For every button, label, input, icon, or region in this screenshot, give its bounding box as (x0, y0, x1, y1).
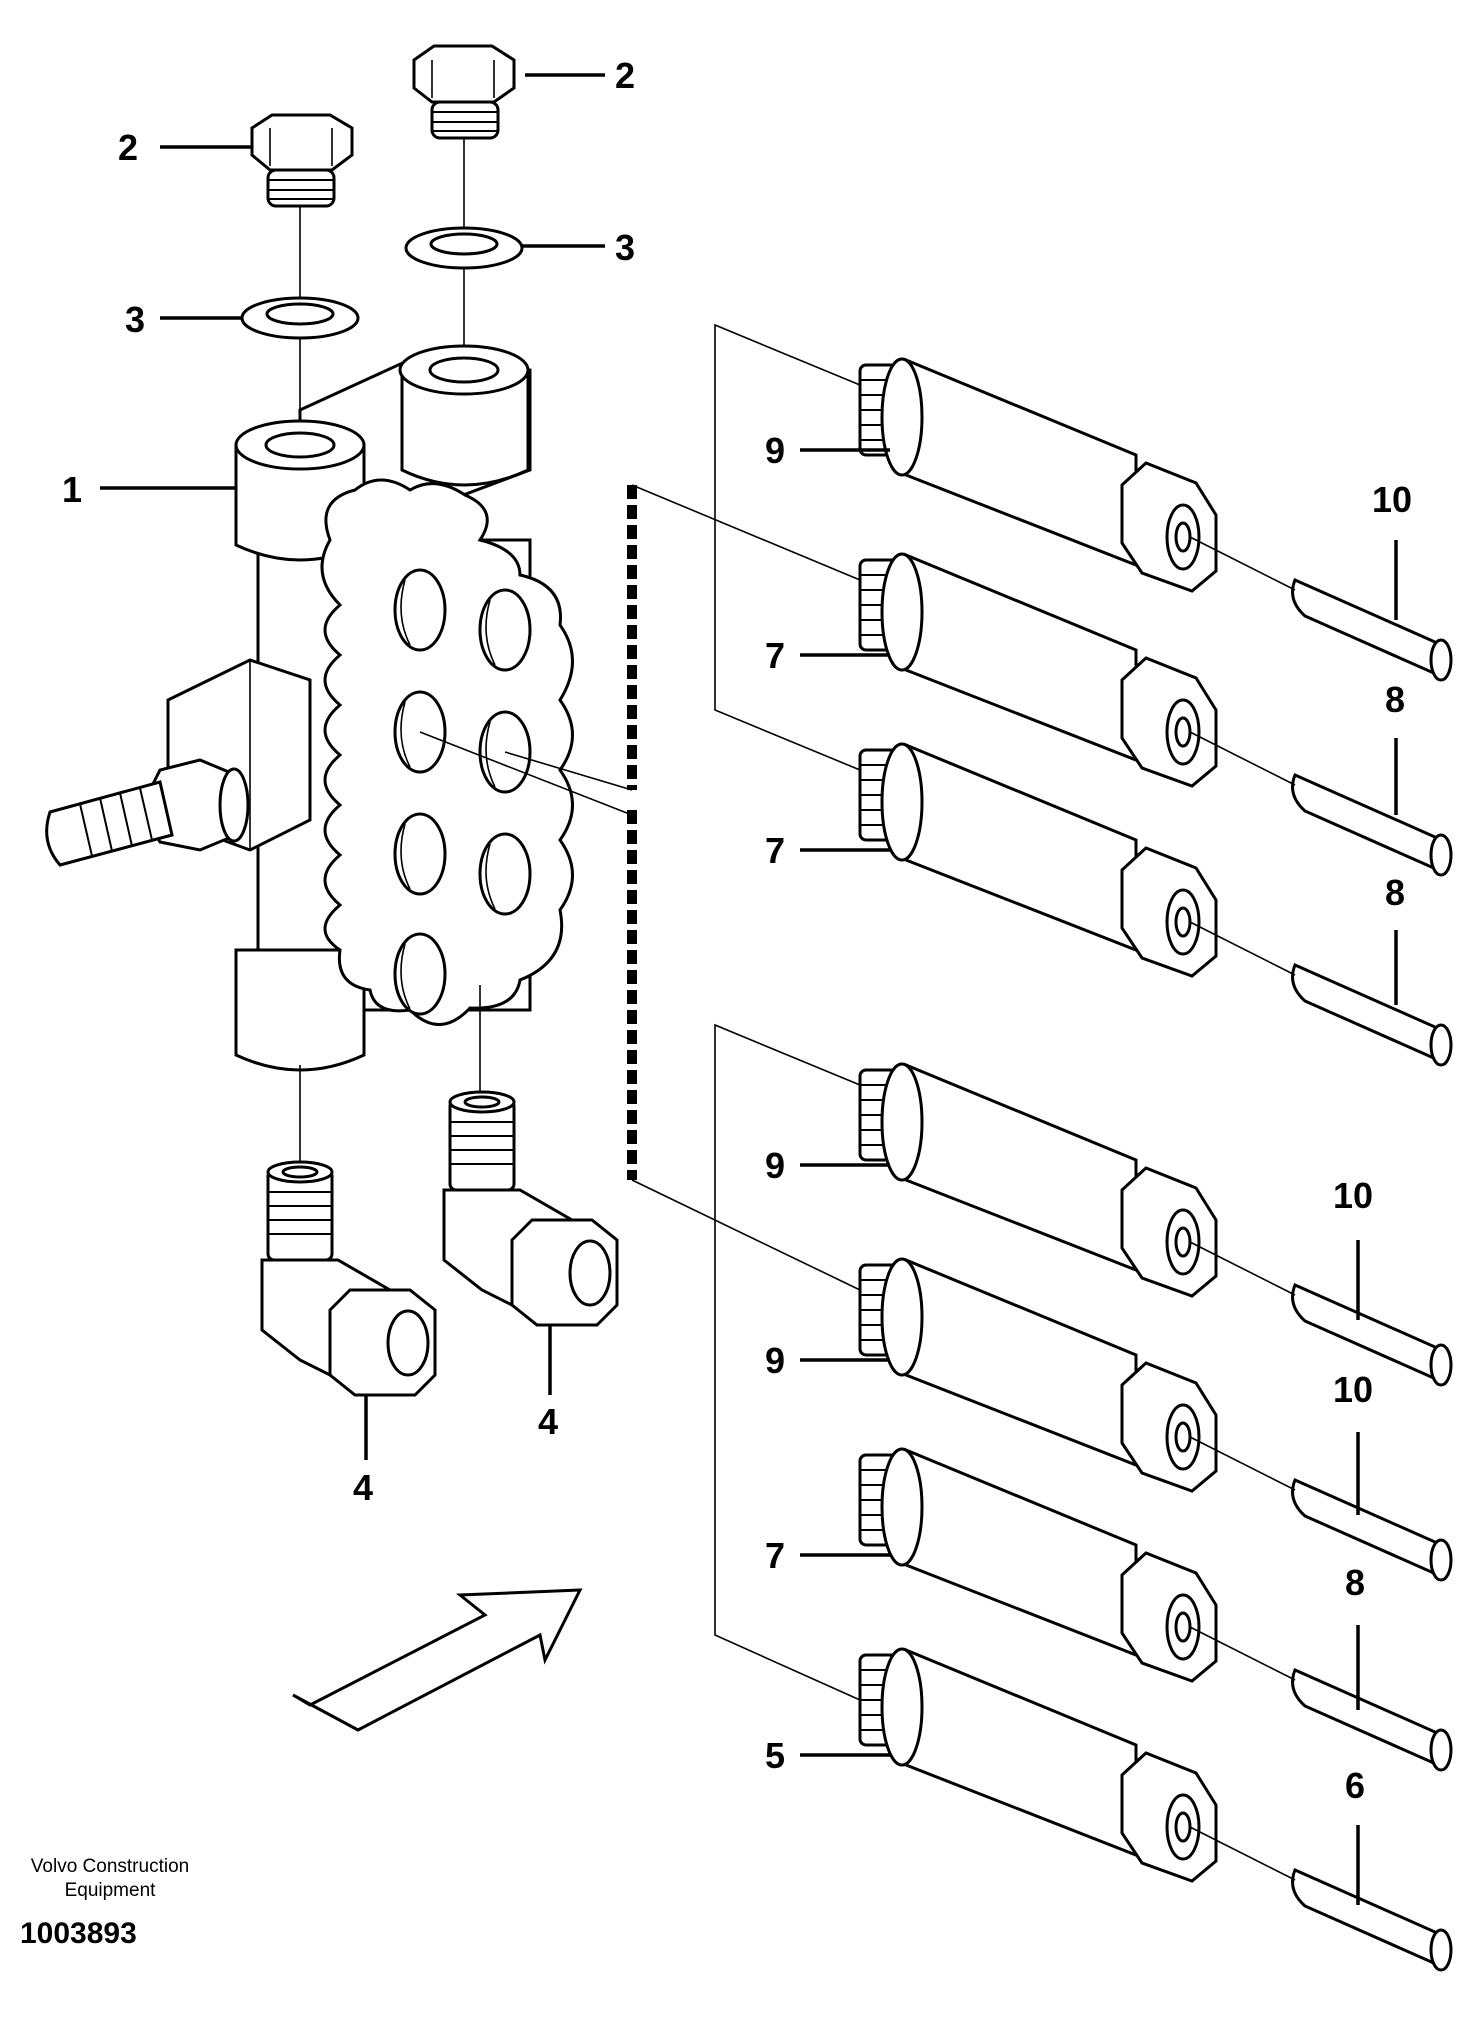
callout-valve-block: 1 (62, 469, 82, 510)
callout-washer-left: 3 (125, 299, 145, 340)
valve-block[interactable] (45, 344, 574, 1072)
connection-line-lower (504, 751, 861, 1291)
side-stud (45, 758, 250, 867)
callout-washer-right: 3 (615, 227, 635, 268)
callout-tube-lower-2: 10 (1333, 1369, 1373, 1410)
callout-valve-lower-3: 7 (765, 1535, 785, 1576)
callout-tube-lower-4: 6 (1345, 1765, 1365, 1806)
elbow-left[interactable] (260, 1160, 437, 1397)
group-bracket-upper (714, 323, 861, 771)
elbow-right[interactable] (442, 1090, 619, 1327)
callout-plug-right: 2 (615, 55, 635, 96)
callout-valve-upper-3: 7 (765, 830, 785, 871)
valve-row-upper-1[interactable] (858, 357, 1453, 682)
callout-tube-upper-3: 8 (1385, 872, 1405, 913)
callout-elbow-right: 4 (538, 1401, 558, 1442)
callout-plug-left: 2 (118, 127, 138, 168)
washer-left[interactable] (240, 296, 360, 340)
callout-elbow-left: 4 (353, 1467, 373, 1508)
valve-row-upper-3[interactable] (858, 742, 1453, 1067)
callout-valve-upper-2: 7 (765, 635, 785, 676)
valve-row-upper-2[interactable] (858, 552, 1453, 877)
brand-line-1: Volvo Construction (31, 1856, 189, 1877)
direction-arrow (292, 1588, 583, 1732)
group-bracket-lower (714, 1023, 861, 1701)
brand-line-2: Equipment (65, 1880, 157, 1901)
valve-row-lower-2[interactable] (858, 1257, 1453, 1582)
callout-tube-lower-3: 8 (1345, 1562, 1365, 1603)
document-number: 1003893 (20, 1917, 137, 1950)
valve-row-lower-1[interactable] (858, 1062, 1453, 1387)
callout-valve-lower-1: 9 (765, 1145, 785, 1186)
valve-row-lower-4[interactable] (858, 1647, 1453, 1972)
connection-line-upper (419, 484, 861, 816)
callout-valve-upper-1: 9 (765, 430, 785, 471)
valve-row-lower-3[interactable] (858, 1447, 1453, 1772)
leader-lines (100, 73, 1398, 1905)
callout-tube-upper-2: 8 (1385, 679, 1405, 720)
callout-tube-lower-1: 10 (1333, 1175, 1373, 1216)
washer-right[interactable] (404, 226, 524, 270)
callout-valve-lower-4: 5 (765, 1735, 785, 1776)
callout-tube-upper-1: 10 (1372, 479, 1412, 520)
plug-left[interactable] (250, 113, 354, 208)
plug-right[interactable] (412, 44, 516, 140)
callout-valve-lower-2: 9 (765, 1340, 785, 1381)
